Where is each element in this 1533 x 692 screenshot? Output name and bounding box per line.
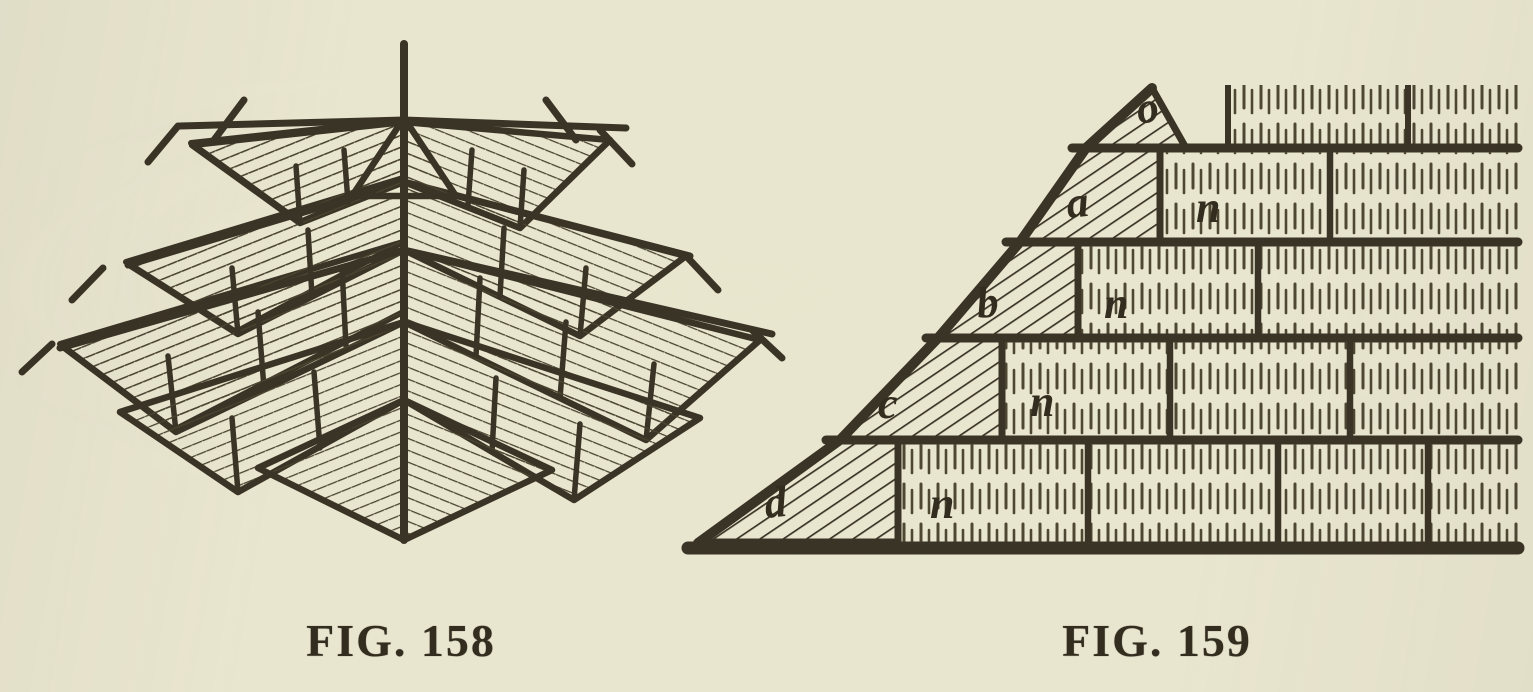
- fig-158-apex: [348, 40, 460, 544]
- label-n-2: n: [1104, 279, 1128, 328]
- figures-illustration: o a n b n c n d n: [18, 40, 1525, 555]
- fig-159-course-3: [921, 238, 1523, 343]
- label-d: d: [762, 477, 790, 528]
- label-c: c: [878, 379, 898, 428]
- fig-158-drawing: [18, 40, 786, 544]
- caption-fig-159: FIG. 159: [1062, 615, 1252, 666]
- label-n-4: n: [930, 479, 954, 528]
- label-n-1: n: [1196, 183, 1220, 232]
- caption-fig-158: FIG. 158: [306, 615, 496, 666]
- fig-159-course-4: [821, 334, 1523, 445]
- fig-159-course-5: [696, 436, 1518, 546]
- label-n-3: n: [1030, 377, 1054, 426]
- fig-158-lower-courses: [116, 318, 704, 544]
- fig-158-course-tails: [18, 96, 786, 376]
- figure-captions: FIG. 158 FIG. 159: [0, 596, 1533, 692]
- fig-159-slope-edge: [693, 83, 1157, 548]
- fig-159-course-1: [1225, 85, 1518, 147]
- fig-159-apex-stone: [1082, 84, 1190, 152]
- label-b: b: [974, 277, 1001, 328]
- fig-159-drawing: o a n b n c n d n: [681, 82, 1525, 555]
- label-o: o: [1132, 82, 1162, 134]
- fig-159-course-2: [1001, 144, 1523, 247]
- fig-158-right-face: [400, 116, 776, 444]
- label-a: a: [1064, 177, 1091, 228]
- fig-159-letter-labels: o a n b n c n d n: [762, 82, 1221, 528]
- fig-158-left-face: [56, 116, 408, 436]
